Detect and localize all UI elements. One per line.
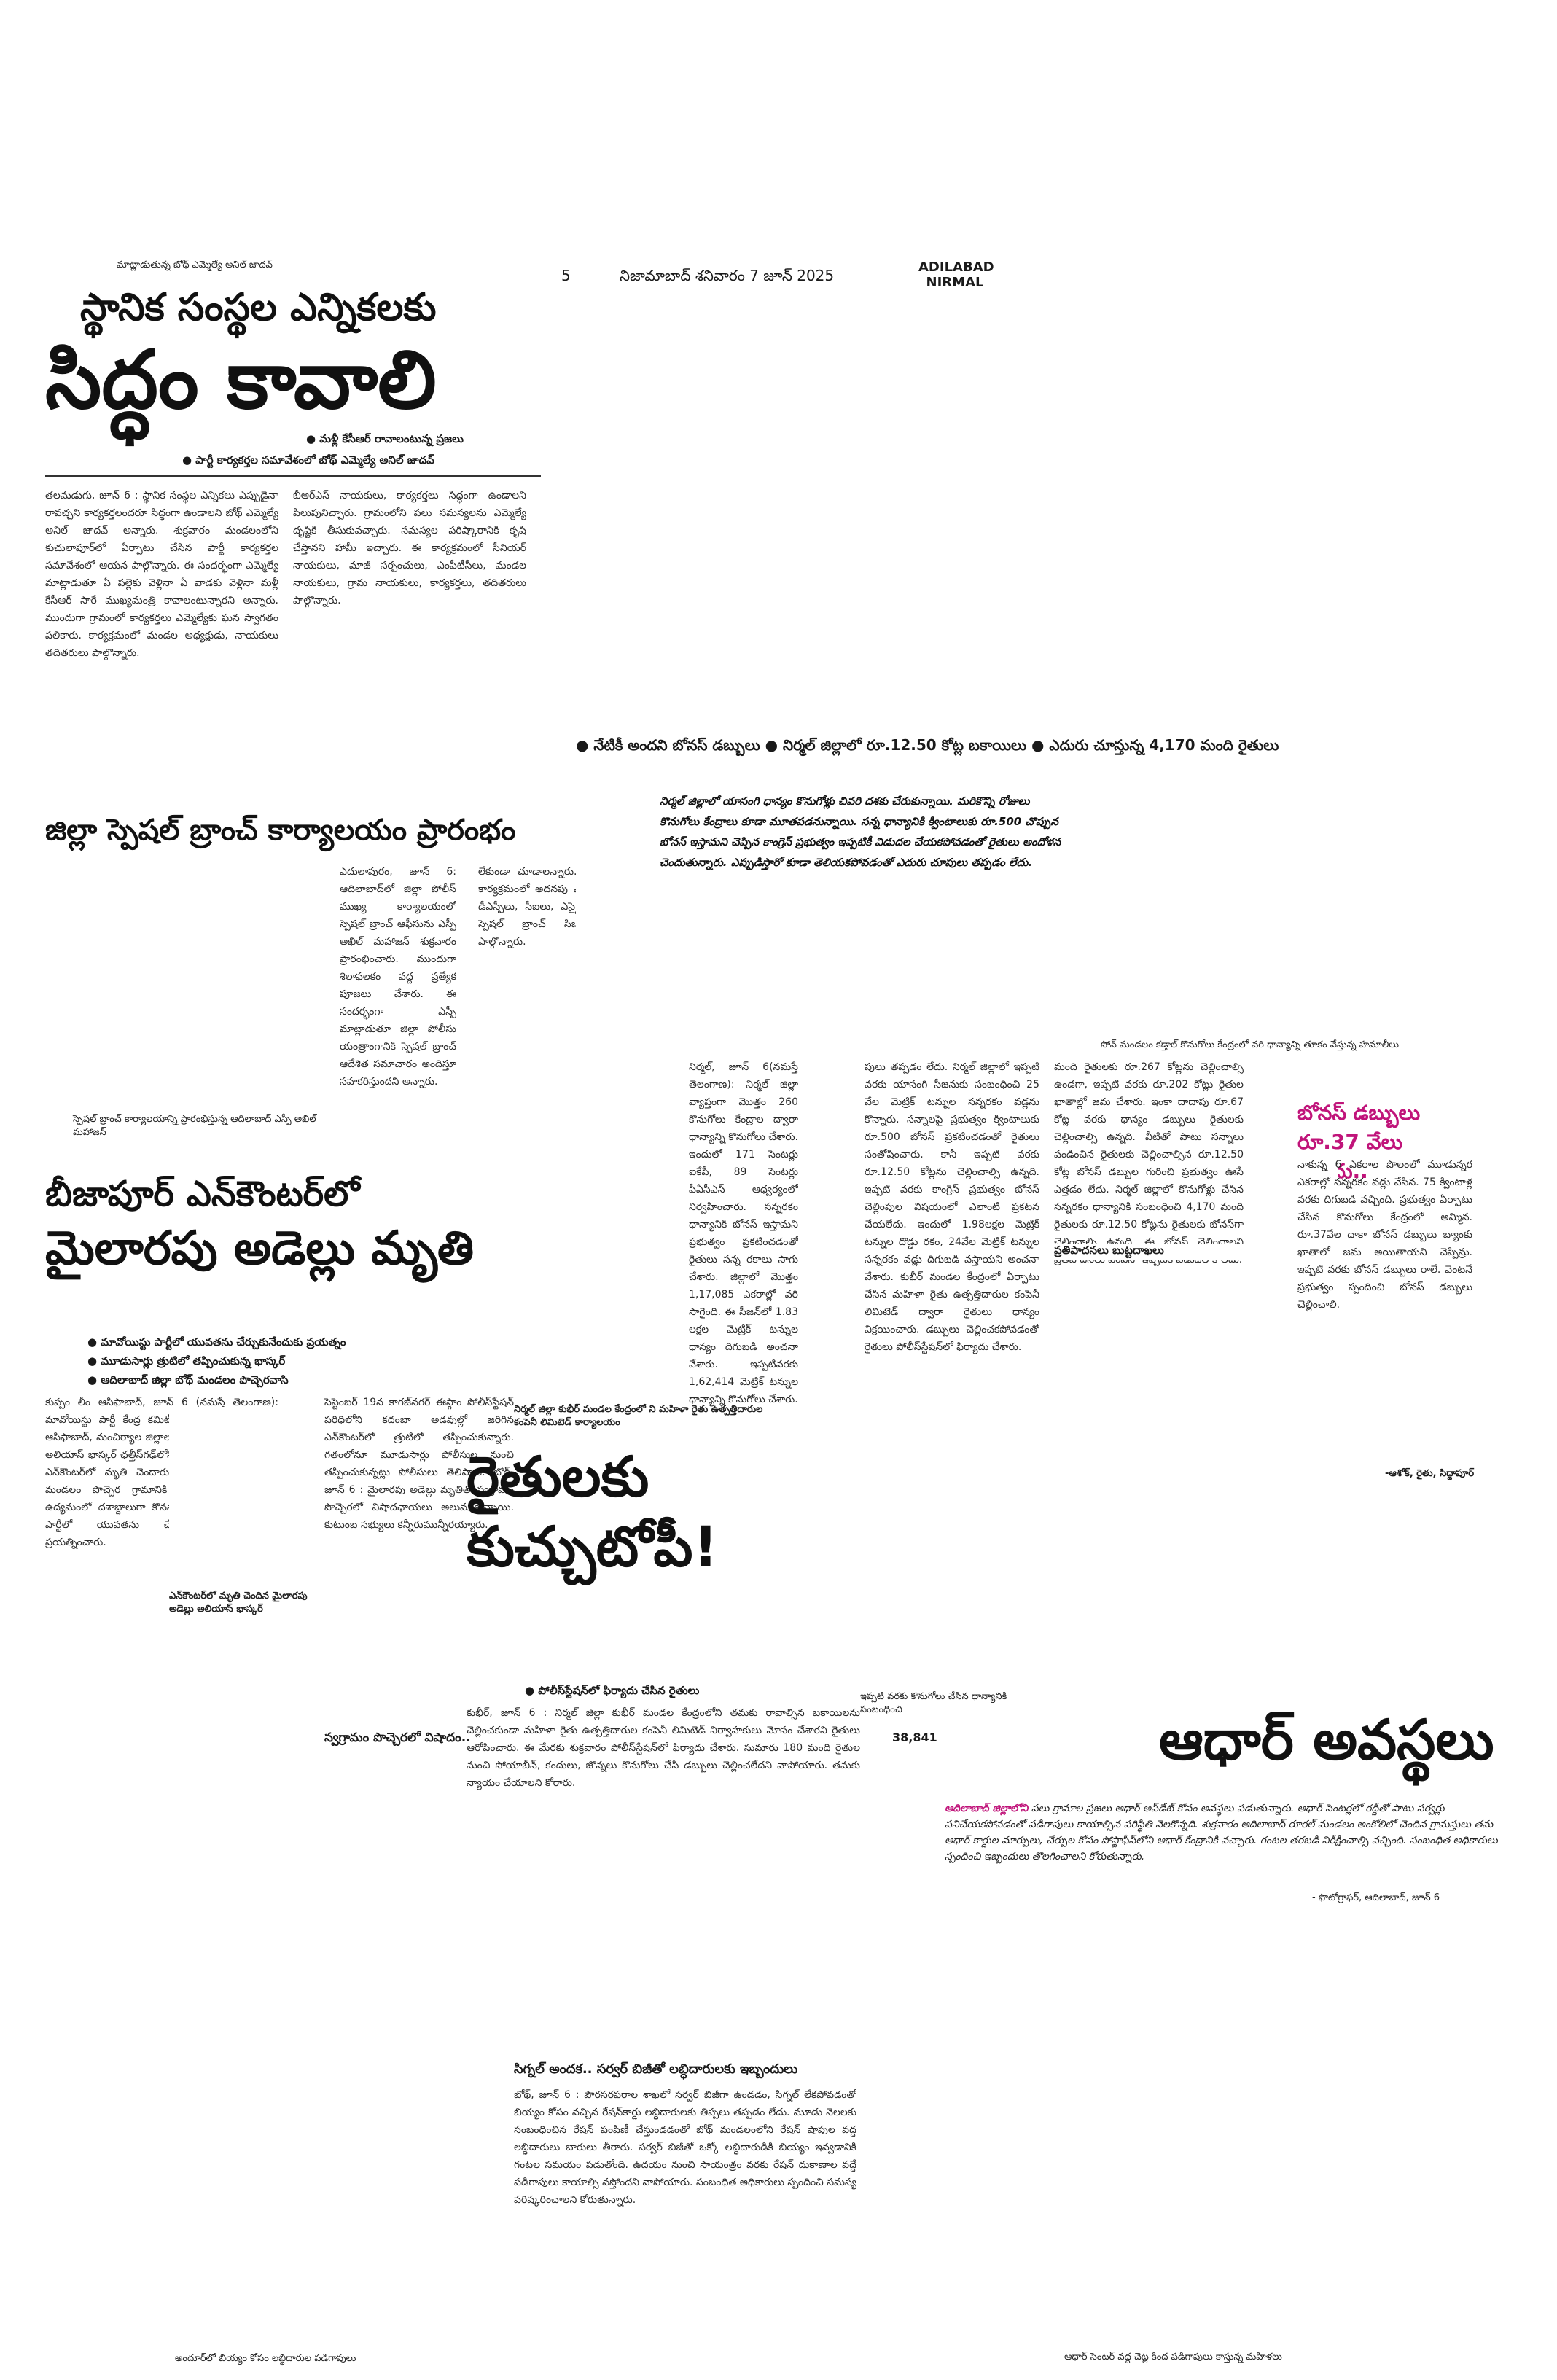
story4-box-sign: -ఆశోక్, రైతు, సిద్దాపూర్ (1385, 1468, 1475, 1479)
story4-subhead: ● పోలీస్‌స్టేషన్‌లో ఫిర్యాదు చేసిన రైతుల… (525, 1684, 700, 1697)
story4-intro: నిర్మల్ జిల్లాలో యాసంగి ధాన్యం కొనుగోళ్ల… (660, 795, 1061, 869)
story1-sub1: ● మళ్లీ కేసీఆర్ రావాలంటున్న ప్రజలు (306, 432, 464, 445)
story3-bullet2: ● మూడుసార్లు త్రుటిలో తప్పించుకున్న భాస్… (87, 1354, 286, 1367)
story3-photo-caption: ఎన్‌కౌంటర్‌లో మృతి చెందిన మైలారపు అడెల్ల… (169, 1591, 308, 1615)
story2-col1: ఎదులాపురం, జూన్ 6: ఆదిలాబాద్‌లో జిల్లా ప… (340, 866, 456, 1088)
story1-headline-main: సిద్ధం కావాలి (45, 333, 437, 426)
story4-box-photo (1258, 1159, 1338, 1276)
story4-col-right: మంది రైతులకు రూ.267 కోట్లను చెల్లించాల్స… (1054, 1061, 1244, 1265)
story4-col-mid: పులు తప్పడం లేదు. నిర్మల్ జిల్లాలో ఇప్పట… (865, 1061, 1039, 1353)
story4-photo-main (576, 758, 1516, 1050)
story4-bullets: ● నేటికీ అందని బోనస్ డబ్బులు ● నిర్మల్ జ… (576, 736, 1279, 754)
story4-photo-office (481, 1589, 846, 1669)
story4-col-bottom: కుభీర్, జూన్ 6 : నిర్మల్ జిల్లా కుభీర్ మ… (467, 1707, 860, 1789)
story1-rule (45, 475, 541, 477)
story5-text: పలు గ్రామాల ప్రజలు ఆధార్ అప్‌డేట్ కోసం అ… (945, 1803, 1498, 1862)
story5-headline: ఆధార్ అవస్థలు (1159, 1707, 1494, 1772)
story3-bullet1: ● మావోయిస్టు పార్టీలో యువతను చేర్చుకునేం… (87, 1335, 346, 1349)
story3-bullet3: ● ఆదిలాబాద్ జిల్లా బోథ్ మండలం పొచ్చెరవాస… (87, 1373, 289, 1386)
story1-sub2: ● పార్టీ కార్యకర్తల సమావేశంలో బోథ్ ఎమ్మె… (182, 453, 434, 467)
story5-credit: - ఫొటోగ్రాఫర్, ఆదిలాబాద్, జూన్ 6 (1312, 1892, 1440, 1903)
story6-text: బోథ్, జూన్ 6 : పౌరసరఫరాల శాఖలో సర్వర్ బి… (514, 2089, 856, 2206)
story3-photo (169, 1407, 293, 1582)
page-number: 5 (561, 267, 571, 284)
edition-label: ADILABAD NIRMAL (918, 260, 994, 290)
story4-col-main: నిర్మల్, జూన్ 6(నమస్తే తెలంగాణ): నిర్మల్… (689, 1061, 798, 1405)
story6-photo (131, 2085, 496, 2347)
story4-kicker: నిర్మల్ జిల్లా కుభీర్ మండల కేంద్రంలో ని … (514, 1404, 763, 1428)
story4-headline: రైతులకు కుచ్చుటోపీ! (467, 1444, 719, 1579)
story1-headline-top: స్థానిక సంస్థల ఎన్నికలకు (80, 286, 437, 329)
date-line: నిజామాబాద్ శనివారం 7 జూన్ 2025 (620, 267, 835, 284)
story2-photo (45, 865, 599, 1120)
story4-stat-label: ఇప్పటి వరకు కొనుగోలు చేసిన ధాన్యానికి సం… (860, 1691, 1007, 1715)
story3-headline-top: బీజాపూర్ ఎన్‌కౌంటర్‌లో (45, 1174, 360, 1214)
story4-box-head: బోనస్ డబ్బులు రూ.37 వేలు రాలేదు.. (1298, 1101, 1421, 1183)
story5-text-block: ఆదిలాబాద్ జిల్లాలోని పలు గ్రామాల ప్రజలు … (945, 1800, 1513, 1865)
story1-kicker: మాట్లాడుతున్న బోథ్ ఎమ్మెల్యే అనిల్ జాదవ్ (117, 260, 273, 270)
story3-col2: సెప్టెంబర్ 19న కాగజ్‌నగర్ ఈస్గాం పోలీస్‌… (324, 1397, 514, 1531)
story6-photo-caption: అందూర్‌లో బియ్యం కోసం లబ్ధిదారుల పడిగాపు… (175, 2353, 356, 2364)
story5-photo (945, 1913, 1513, 2365)
story4-box-text: నాకున్న 6 ఎకరాల పొలంలో మూడున్నర ఎకరాల్లో… (1298, 1159, 1472, 1311)
edition-nirmal: NIRMAL (926, 275, 984, 290)
story2-photo-caption: స్పెషల్ బ్రాంచ్ కార్యాలయాన్ని ప్రారంభిస్… (73, 1114, 316, 1138)
story2-headline: జిల్లా స్పెషల్ బ్రాంచ్ కార్యాలయం ప్రారంభ… (45, 814, 516, 847)
story6-headline: సిగ్నల్ అందక.. సర్వర్ బిజీతో లబ్ధిదారులక… (514, 2061, 798, 2077)
story3-subhead: స్వగ్రామం పొచ్చెరలో విషాదం.. (324, 1731, 514, 1748)
story4-subhead2: ప్రతిపాదనలు బుట్టదాఖలు (1054, 1244, 1244, 1260)
story5-text-lead: ఆదిలాబాద్ జిల్లాలోని (945, 1803, 1029, 1814)
story5-photo-caption: ఆధార్ సెంటర్ వద్ద చెట్ల కింద పడిగాపులు క… (1064, 2352, 1282, 2363)
story2-col2: లేకుండా చూడాలన్నారు. ఈ కార్యక్రమంలో అదనప… (478, 866, 595, 948)
story4-photo-caption: సోన్ మండలం కడ్తాల్ కొనుగోలు కేంద్రంలో వర… (1101, 1039, 1399, 1050)
story1-col2: బీఆర్ఎస్ నాయకులు, కార్యకర్తలు సిద్ధంగా ఉ… (293, 490, 526, 606)
story4-stat-value: 38,841 (892, 1731, 937, 1744)
story3-headline-main: మైలారపు అడెల్లు మృతి (45, 1222, 475, 1276)
edition-adilabad: ADILABAD (918, 260, 994, 275)
story1-col1: తలమడుగు, జూన్ 6 : స్థానిక సంస్థల ఎన్నికల… (45, 490, 278, 659)
